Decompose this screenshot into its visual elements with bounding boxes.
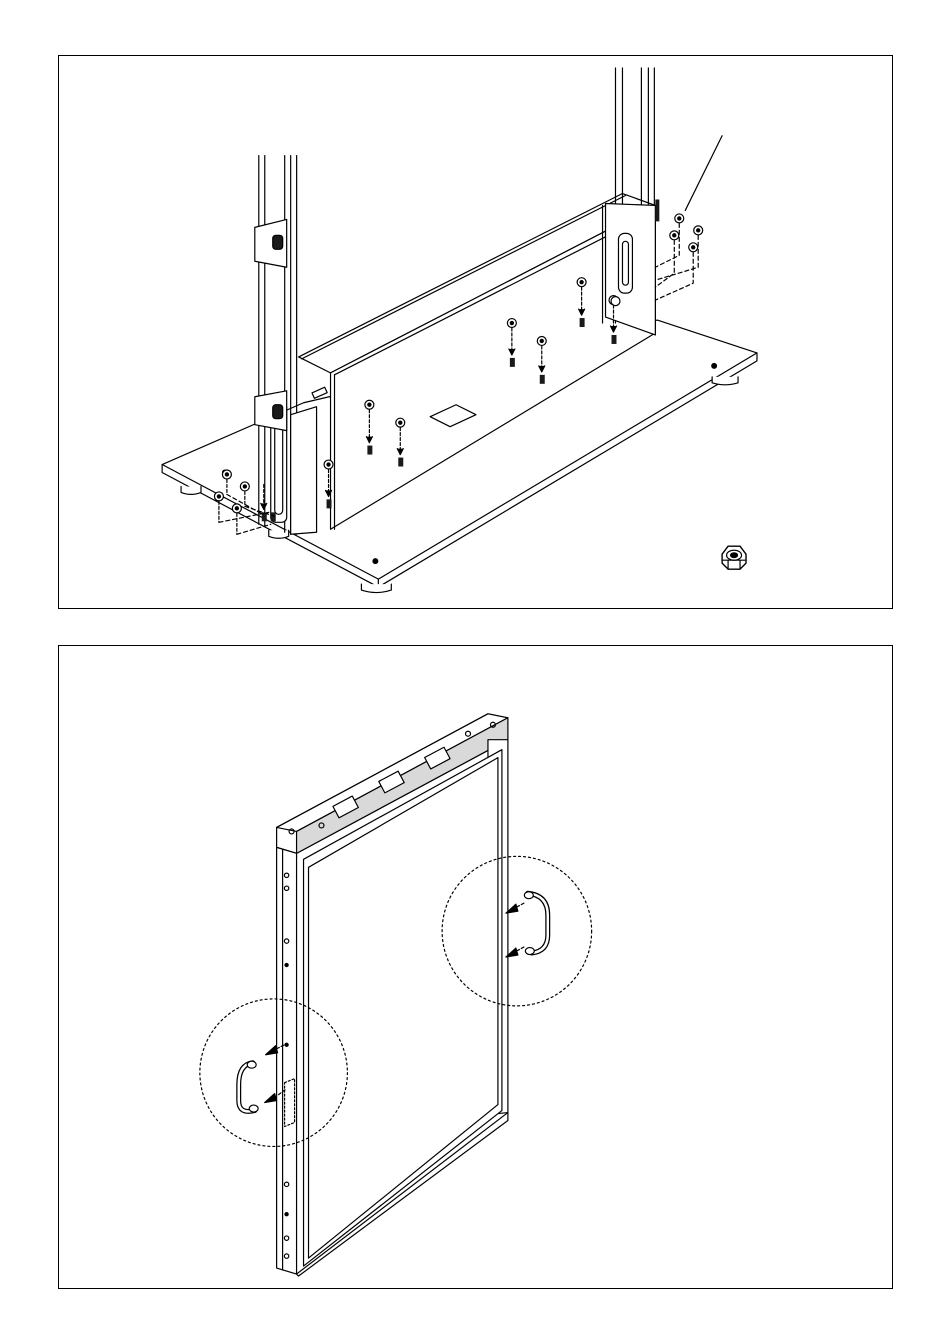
arrow-icon <box>506 903 524 957</box>
lock-nut-icon <box>611 297 620 306</box>
bolt <box>580 318 585 327</box>
foot <box>269 530 289 538</box>
frame-handles-figure <box>58 645 893 1289</box>
callout-leader <box>685 136 722 211</box>
lock-nut-icon <box>214 492 223 522</box>
frame-handles-drawing <box>59 646 892 1288</box>
bolt <box>327 499 332 508</box>
base-assembly-drawing <box>59 56 892 608</box>
foot <box>712 377 738 385</box>
lock-nut-icon <box>694 226 703 235</box>
lock-nut-icon <box>675 214 684 223</box>
foot <box>181 486 201 494</box>
bolt <box>540 375 545 384</box>
bolt <box>367 446 372 455</box>
label-plate <box>312 387 327 398</box>
foot <box>361 584 391 592</box>
lock-nut-icon <box>689 243 698 252</box>
lock-nut-icon <box>670 231 679 240</box>
bolt <box>398 458 403 467</box>
bolt <box>510 358 515 367</box>
bolt <box>612 335 617 344</box>
nut-detail-icon <box>722 546 746 569</box>
handle-left-icon <box>239 1061 258 1112</box>
handle-right-icon <box>524 892 547 955</box>
base-assembly-figure <box>58 55 893 609</box>
rack-frame <box>277 714 508 1276</box>
